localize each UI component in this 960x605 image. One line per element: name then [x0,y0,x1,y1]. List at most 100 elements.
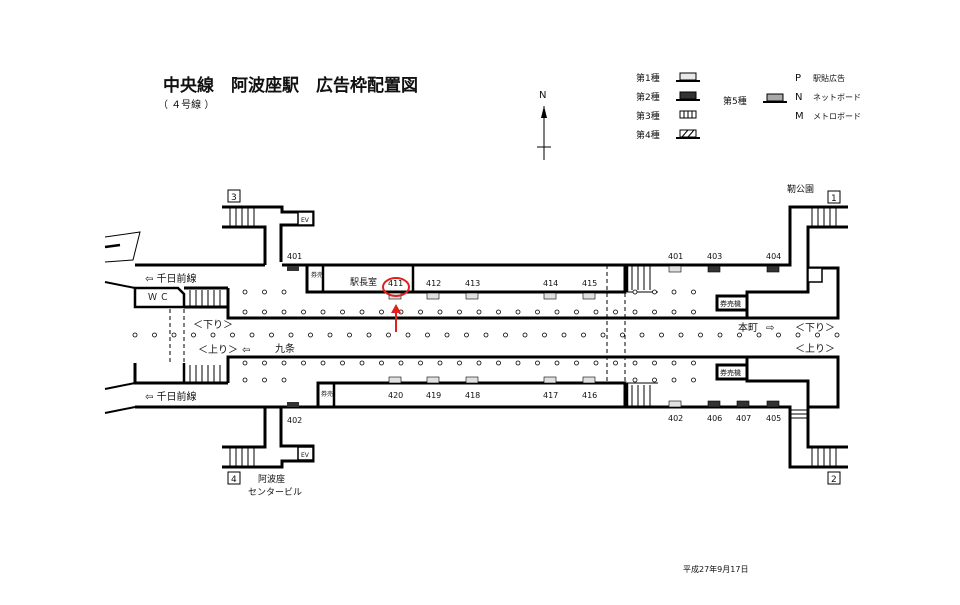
ad-401-left[interactable] [287,266,299,271]
ad-418[interactable] [465,376,479,384]
exit-1-number: 1 [831,194,837,204]
ad-402-left[interactable] [287,402,299,407]
station-office-label: 駅長室 [350,276,377,288]
column-dot [457,309,462,315]
ad-404-right[interactable] [766,265,780,273]
column-dot [561,332,567,338]
ad-407-right[interactable] [736,400,750,408]
exit-2-number: 2 [831,475,837,485]
ad-404-right-label: 404 [766,252,781,261]
honmachi-label: 本町 [738,321,758,334]
column-dot [671,309,677,315]
column-dot [678,332,684,338]
column-dot [347,332,352,338]
column-dot [691,309,696,315]
column-dot [437,360,443,366]
column-dot [632,360,638,366]
ad-406-right-label: 406 [707,414,722,423]
ad-407-right-label: 407 [736,414,751,423]
column-dot [600,332,606,338]
ad-420[interactable] [388,376,402,384]
column-dot [535,309,540,315]
ad-416-label: 416 [582,391,597,400]
column-dot [418,360,423,366]
column-dot [281,289,287,295]
exit-1-label: 靭公園 [787,183,814,195]
column-dot [632,309,638,315]
column-dot [659,332,664,338]
ad-403-right[interactable] [707,265,721,273]
column-dot [581,332,586,338]
column-dot [230,332,235,338]
page-subtitle: （ ４号線 ） [158,98,214,111]
column-dot [515,309,521,315]
column-dot [554,309,560,315]
column-dot [437,309,443,315]
direction-up-left: ＜上り＞ [198,344,238,356]
legend-type5-label: 第5種 [723,95,747,107]
column-dot [457,360,462,366]
column-dot [574,360,579,366]
column-dot [671,360,677,366]
column-dot [191,332,196,338]
column-dot [620,332,625,338]
exit-3-area: 3 EV [222,189,315,265]
column-dot [327,332,333,338]
column-dot [269,332,274,338]
ad-401-right[interactable] [668,265,682,273]
column-dot [593,360,599,366]
ad-417[interactable] [543,376,557,384]
top-office-block: 券売 駅長室 [305,263,627,407]
column-dot [398,360,404,366]
column-dot [366,332,372,338]
exit-4-label-1: 阿波座 [258,473,285,485]
column-dot [593,309,599,315]
legend-type1-label: 第1種 [636,72,660,84]
ad-405-right[interactable] [766,400,780,408]
legend-type4-label: 第4種 [636,129,660,141]
columns [132,289,840,383]
ad-413[interactable] [465,292,479,300]
highlight-circle [382,277,410,297]
sennichimae-top-label: ⇦ 千日前線 [145,272,197,285]
legend-code-m-label: メトロボード [813,112,861,121]
ad-402-right[interactable] [668,400,682,408]
ad-402-left-label: 402 [287,416,302,425]
ad-403-right-label: 403 [707,252,722,261]
left-arrow-icon: ⇦ [242,345,250,356]
legend-type2-label: 第2種 [636,91,660,103]
wc-label: Ｗ Ｃ [148,293,169,303]
ad-412[interactable] [426,292,440,300]
ad-412-label: 412 [426,279,441,288]
column-dot [242,377,248,383]
column-dot [737,332,742,338]
type2-symbol [676,91,700,101]
ad-415[interactable] [582,292,596,300]
ad-405-right-label: 405 [766,414,781,423]
ad-414[interactable] [543,292,557,300]
ad-406-right[interactable] [707,400,721,408]
column-dot [281,360,287,366]
column-dot [503,332,508,338]
right-arrow-icon: ⇨ [766,323,774,334]
ad-419[interactable] [426,376,440,384]
column-dot [652,289,657,295]
column-dot [632,377,638,383]
ticket-machine-top: 券売機 [720,299,741,308]
exit-4-number: 4 [231,475,237,485]
ad-416[interactable] [582,376,596,384]
ticket-label-bottom: 券売 [321,390,333,398]
column-dot [288,332,294,338]
column-dot [632,289,638,295]
column-dot [132,332,138,338]
column-dot [464,332,469,338]
column-dot [444,332,450,338]
exit-4-area: EV 4 阿波座 センタービル [222,407,315,498]
right-stairs [625,265,658,407]
column-dot [242,289,248,295]
exit-3-number: 3 [231,193,237,203]
column-dot [776,332,781,338]
column-dot [152,332,157,338]
column-dot [320,309,326,315]
ticket-label-top: 券売 [311,271,323,279]
